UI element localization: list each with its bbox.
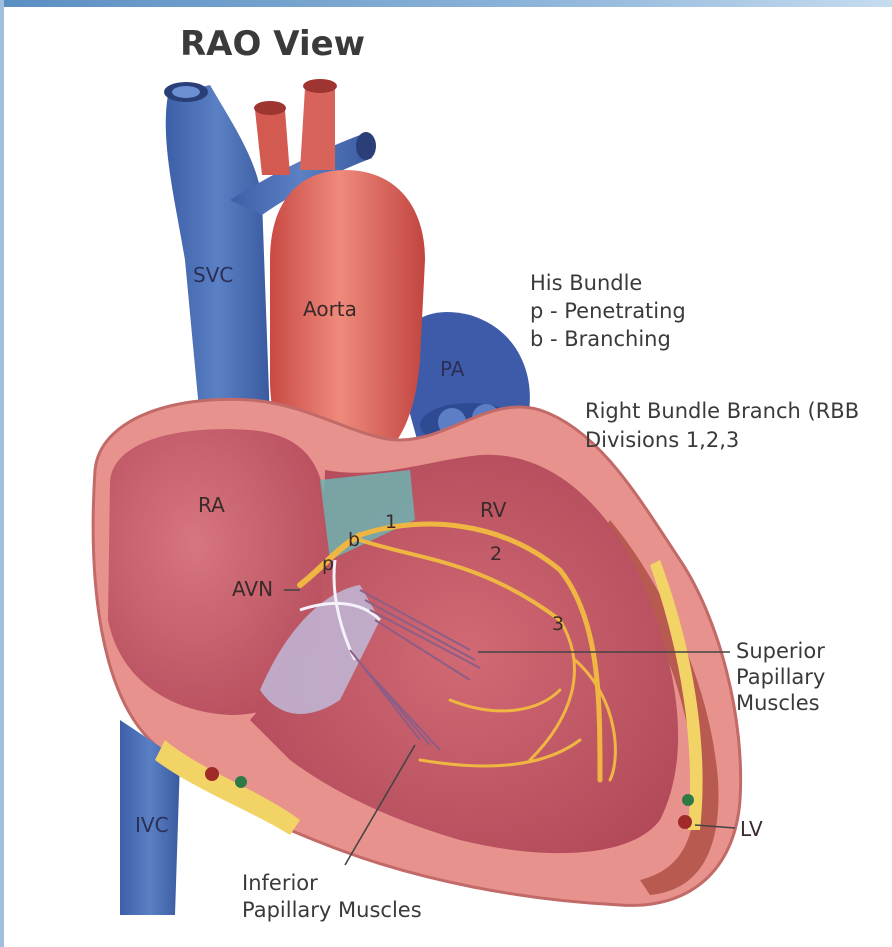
label-ivc: IVC [135,813,169,837]
label-b: b [348,529,360,551]
diagram-title: RAO View [180,24,365,64]
callout-superior-1: Superior [736,639,825,663]
legend-rbb-divisions: Divisions 1,2,3 [585,428,739,452]
legend-branching: b - Branching [530,327,671,351]
callout-inferior-1: Inferior [242,871,318,895]
label-division-2: 2 [490,543,502,565]
label-division-3: 3 [552,613,564,635]
label-ra: RA [198,493,225,517]
callout-inferior-2: Papillary Muscles [242,898,422,922]
callout-superior-2: Papillary [736,665,825,689]
label-pa: PA [440,357,465,381]
label-rv: RV [480,498,507,522]
aortic-branches [254,79,337,175]
legend-penetrating: p - Penetrating [530,299,686,323]
callout-superior-3: Muscles [736,691,820,715]
legend-rbb: Right Bundle Branch (RBB [585,399,859,423]
label-division-1: 1 [385,511,397,533]
legend-his-bundle: His Bundle [530,271,642,295]
label-aorta: Aorta [303,297,357,321]
label-lv: LV [740,817,763,841]
label-p: p [322,553,334,575]
label-svc: SVC [193,263,233,287]
label-avn: AVN [232,577,273,601]
